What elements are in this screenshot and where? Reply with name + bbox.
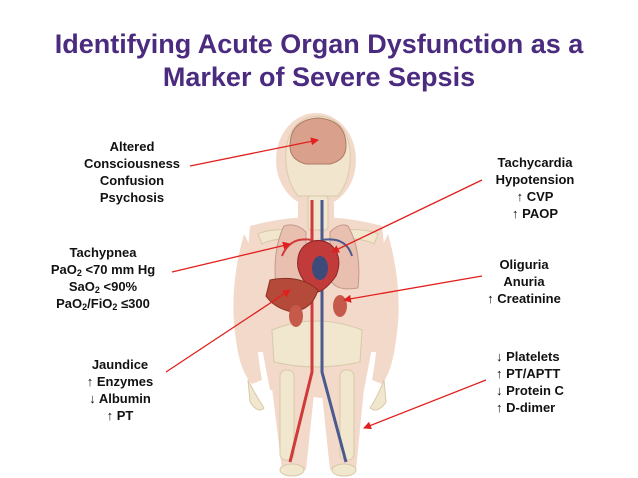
- lungs-line: Tachypnea: [69, 245, 137, 260]
- liver-line: ↑ PT: [106, 408, 134, 423]
- kidney-line: ↑ Creatinine: [487, 291, 561, 306]
- heart-line: ↑ PAOP: [512, 206, 558, 221]
- liver-line: Jaundice: [91, 357, 149, 372]
- heart-chamber: [312, 256, 328, 280]
- kidney-left: [289, 305, 303, 327]
- liver-line: ↓ Albumin: [89, 391, 151, 406]
- kidney-right: [333, 295, 347, 317]
- arrow-lungs: [171, 241, 291, 273]
- title-line-2: Marker of Severe Sepsis: [162, 62, 476, 92]
- brain-organ: [289, 117, 347, 165]
- coag-label: ↓ Platelets ↑ PT/APTT ↓ Protein C ↑ D-di…: [496, 348, 586, 416]
- kidney-line: Oliguria: [499, 257, 549, 272]
- coag-line: ↓ Protein C: [496, 383, 564, 398]
- lungs-line: SaO2 <90%: [68, 279, 138, 295]
- lungs-label: Tachypnea PaO2 <70 mm Hg SaO2 <90% PaO2/…: [38, 244, 168, 312]
- brain-line: Consciousness: [83, 156, 181, 171]
- coag-line: ↑ PT/APTT: [496, 366, 561, 381]
- heart-line: Tachycardia: [497, 155, 573, 170]
- title-line-1: Identifying Acute Organ Dysfunction as a: [54, 29, 584, 59]
- coag-line: ↓ Platelets: [496, 349, 560, 364]
- coag-line: ↑ D-dimer: [496, 400, 556, 415]
- liver-organ: [265, 277, 319, 313]
- arrow-brain: [189, 137, 319, 167]
- liver-line: ↑ Enzymes: [86, 374, 154, 389]
- heart-label: Tachycardia Hypotension ↑ CVP ↑ PAOP: [480, 154, 590, 222]
- kidney-line: Anuria: [503, 274, 545, 289]
- lungs-line: PaO2 <70 mm Hg: [50, 262, 156, 278]
- slide-title: Identifying Acute Organ Dysfunction as a…: [0, 28, 638, 94]
- brain-line: Psychosis: [99, 190, 165, 205]
- lungs-line: PaO2/FiO2 ≤300: [56, 296, 150, 312]
- arrows: [165, 137, 487, 430]
- brain-line: Altered: [109, 139, 155, 154]
- heart-line: ↑ CVP: [516, 189, 554, 204]
- liver-label: Jaundice ↑ Enzymes ↓ Albumin ↑ PT: [70, 356, 170, 424]
- arrow-coag: [363, 379, 487, 430]
- heart-line: Hypotension: [495, 172, 575, 187]
- kidney-label: Oliguria Anuria ↑ Creatinine: [472, 256, 576, 307]
- brain-line: Confusion: [99, 173, 165, 188]
- brain-label: Altered Consciousness Confusion Psychosi…: [62, 138, 202, 206]
- arrow-heart: [331, 179, 483, 253]
- arrow-kidney: [343, 275, 483, 303]
- arrow-liver: [165, 289, 291, 373]
